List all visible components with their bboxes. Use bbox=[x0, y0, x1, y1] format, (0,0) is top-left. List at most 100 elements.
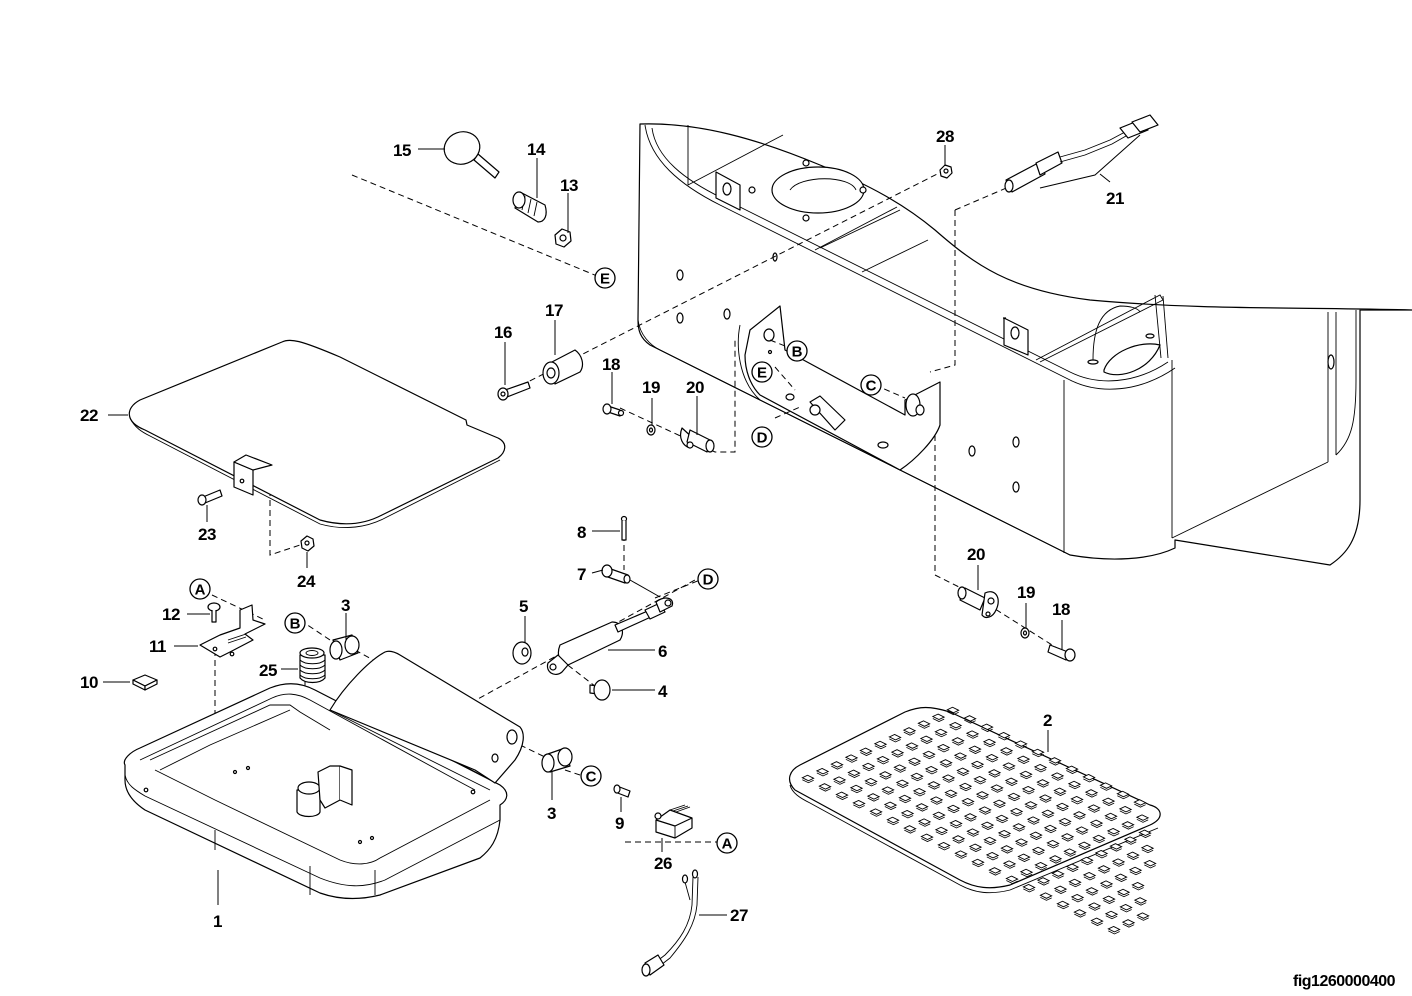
mat-grid-cell-edge bbox=[1052, 874, 1064, 879]
mat-grid-cell-edge bbox=[1018, 858, 1030, 862]
mat-grid-cell bbox=[988, 867, 1002, 874]
mat-grid-cell bbox=[1021, 785, 1036, 793]
mat-grid-cell bbox=[1056, 900, 1070, 908]
callout-26: 26 bbox=[654, 854, 672, 873]
mat-grid-cell bbox=[936, 743, 951, 751]
mat-grid-cell bbox=[973, 775, 987, 783]
part-16-bolt bbox=[497, 381, 531, 401]
mat-grid-cell-edge bbox=[911, 777, 923, 782]
mat-grid-cell-edge bbox=[831, 765, 843, 770]
mat-grid-cell bbox=[975, 791, 990, 798]
mat-grid-cell bbox=[815, 767, 830, 775]
mat-grid-cell bbox=[898, 794, 912, 802]
mat-grid-cell bbox=[1099, 880, 1114, 887]
mat-grid-cell bbox=[1036, 877, 1051, 884]
mat-grid-cell-edge bbox=[1105, 915, 1118, 920]
mat-grid-cell-edge bbox=[967, 832, 979, 837]
mat-grid-cell bbox=[1114, 873, 1128, 881]
mat-grid-cell bbox=[883, 801, 898, 809]
callout-25: 25 bbox=[259, 661, 277, 680]
mat-grid-cell-edge bbox=[993, 804, 1006, 808]
mat-grid-cell-edge bbox=[1124, 840, 1137, 845]
mat-grid-cell bbox=[992, 799, 1007, 807]
mat-grid-cell-edge bbox=[966, 734, 979, 739]
part-11-bracket bbox=[199, 604, 266, 658]
callout-12: 12 bbox=[162, 605, 180, 624]
callout-7: 7 bbox=[577, 565, 586, 584]
mat-grid-cell bbox=[971, 858, 985, 866]
mat-grid-cell bbox=[931, 713, 946, 721]
mat-grid-cell bbox=[1058, 817, 1072, 825]
mat-grid-cell-edge bbox=[877, 760, 889, 765]
mat-grid-cell bbox=[1016, 755, 1031, 763]
mat-grid-cell bbox=[1133, 799, 1147, 806]
mat-grid-cell-edge bbox=[882, 790, 894, 795]
hinge-bracket bbox=[737, 305, 941, 471]
mat-grid-cell-edge bbox=[942, 778, 955, 783]
mat-grid-cell bbox=[963, 715, 977, 722]
callout-22: 22 bbox=[80, 406, 98, 425]
svg-text:A: A bbox=[195, 582, 206, 599]
mat-grid-cell-edge bbox=[957, 772, 969, 776]
seat-base-housing bbox=[637, 123, 1412, 566]
part-17-spacer bbox=[542, 349, 584, 385]
callout-4: 4 bbox=[658, 682, 668, 701]
mat-grid-cell-edge bbox=[1047, 844, 1059, 849]
part-20-hinge-pin-upper bbox=[679, 427, 715, 453]
mat-grid-cell-edge bbox=[979, 810, 991, 815]
part-1-seat-frame bbox=[123, 650, 524, 900]
mat-grid-cell-edge bbox=[932, 718, 945, 722]
part-8-cotter-pin bbox=[620, 515, 628, 541]
mat-grid-cell-edge bbox=[935, 733, 947, 738]
ref-marker-a-switch: A bbox=[716, 832, 738, 854]
mat-grid-cell bbox=[963, 813, 978, 820]
mat-grid-cell-edge bbox=[991, 788, 1003, 793]
mat-grid-cell-edge bbox=[940, 763, 952, 768]
mat-grid-cell bbox=[1107, 925, 1121, 933]
mat-grid-cell-edge bbox=[972, 863, 984, 868]
part-4-pin-cap bbox=[589, 679, 611, 701]
mat-grid-cell-edge bbox=[981, 728, 993, 732]
mat-grid-cell bbox=[1012, 823, 1026, 830]
callout-5: 5 bbox=[519, 597, 528, 616]
part-9-screw bbox=[613, 784, 631, 798]
mat-grid-cell bbox=[1128, 866, 1143, 874]
mat-grid-cell-edge bbox=[850, 789, 863, 794]
mat-grid-cell bbox=[985, 753, 999, 761]
callout-13: 13 bbox=[560, 176, 578, 195]
mat-grid-cell bbox=[1087, 902, 1102, 909]
mat-grid-cell-edge bbox=[1051, 776, 1064, 781]
mat-grid-cell bbox=[995, 814, 1009, 822]
mat-grid-cell bbox=[978, 806, 992, 813]
mat-grid-cell bbox=[1041, 809, 1055, 817]
mat-grid-cell-edge bbox=[1044, 829, 1057, 834]
mat-grid-cell-edge bbox=[845, 758, 858, 763]
mat-grid-cell-edge bbox=[1054, 792, 1066, 796]
part-12-screw bbox=[207, 602, 221, 623]
mat-grid-cell bbox=[1038, 794, 1053, 801]
mat-grid-cell bbox=[1104, 910, 1119, 918]
mat-grid-cell bbox=[876, 755, 890, 763]
mat-grid-cell-edge bbox=[1054, 890, 1067, 894]
mat-grid-cell-edge bbox=[1127, 856, 1139, 860]
mat-grid-cell-edge bbox=[1074, 913, 1086, 918]
mat-grid-cell bbox=[956, 767, 970, 775]
part-19-washer-upper bbox=[646, 424, 656, 436]
mat-grid-cell bbox=[1072, 811, 1087, 818]
mat-grid-cell bbox=[1070, 893, 1085, 901]
mat-grid-cell bbox=[1140, 844, 1155, 852]
mat-grid-cell bbox=[1031, 846, 1046, 854]
mat-grid-cell bbox=[934, 728, 948, 736]
mat-grid-cell bbox=[965, 730, 980, 737]
mat-grid-cell-edge bbox=[1137, 916, 1149, 921]
mat-grid-cell-edge bbox=[1066, 868, 1079, 872]
mat-grid-cell bbox=[830, 761, 844, 768]
mat-grid-cell bbox=[1017, 853, 1031, 861]
mat-grid-cell bbox=[1053, 885, 1068, 893]
callout-numbers: 15 14 13 28 21 16 17 18 19 20 22 23 24 1… bbox=[80, 127, 1124, 931]
mat-grid-cell bbox=[1036, 779, 1050, 786]
mat-grid-cell-edge bbox=[1001, 849, 1013, 854]
mat-grid-cell bbox=[1005, 875, 1019, 883]
callout-11: 11 bbox=[149, 637, 166, 656]
mat-grid-cell bbox=[1082, 773, 1096, 781]
